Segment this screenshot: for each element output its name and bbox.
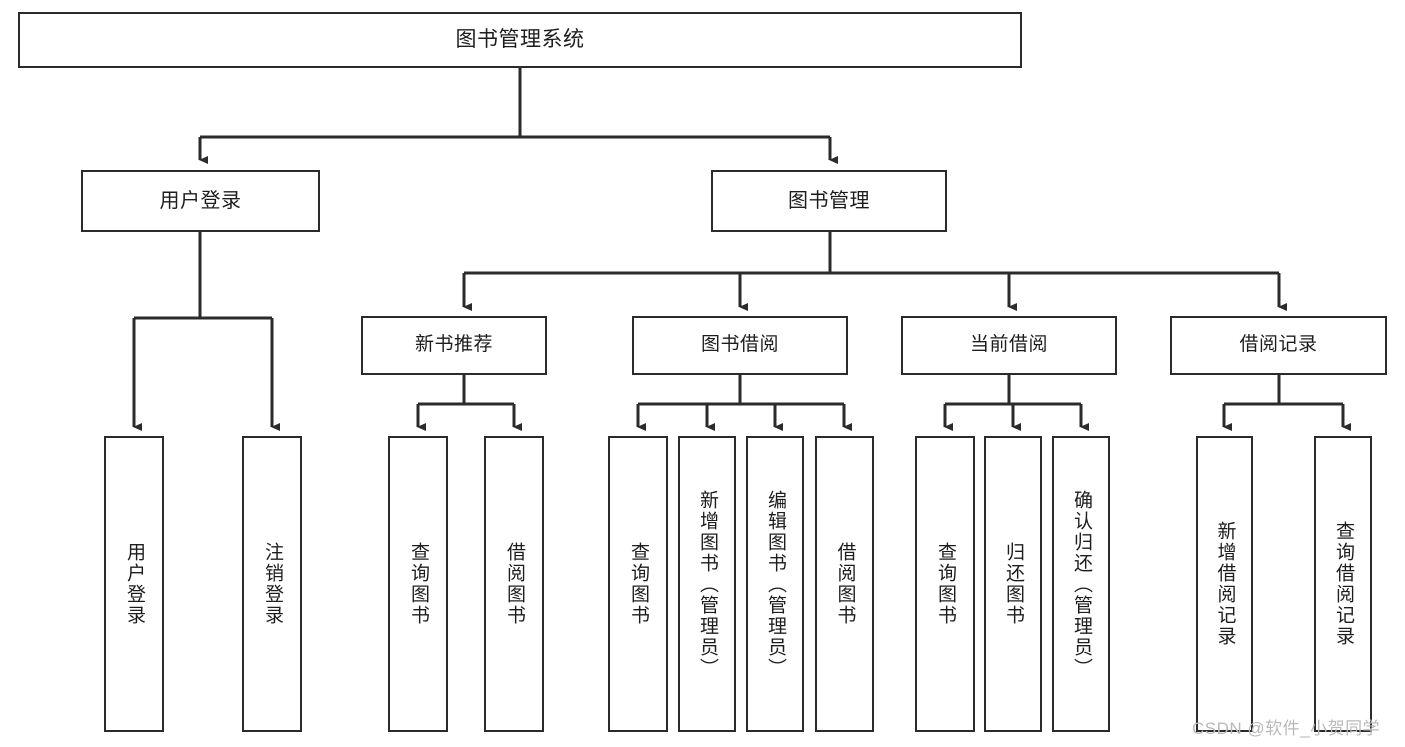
leaf-user-login-signout-label: 注销登录 xyxy=(261,542,283,626)
leaf-new-book-borrow-label: 借阅图书 xyxy=(503,542,525,626)
leaf-new-book-query-label: 查询图书 xyxy=(407,542,429,626)
leaf-user-login-signout[interactable]: 注销登录 xyxy=(242,436,302,732)
node-new-book-recommend[interactable]: 新书推荐 xyxy=(361,316,547,375)
node-new-book-recommend-label: 新书推荐 xyxy=(414,334,493,356)
node-borrow-record[interactable]: 借阅记录 xyxy=(1170,316,1387,375)
leaf-book-borrow-query-label: 查询图书 xyxy=(627,542,649,626)
leaf-book-borrow-add[interactable]: 新增图书（管理员） xyxy=(678,436,736,732)
node-borrow-record-label: 借阅记录 xyxy=(1239,334,1318,356)
node-current-borrow-label: 当前借阅 xyxy=(969,334,1048,356)
leaf-book-borrow-add-label: 新增图书（管理员） xyxy=(696,489,718,679)
leaf-borrow-record-add[interactable]: 新增借阅记录 xyxy=(1196,436,1253,732)
node-book-borrow-label: 图书借阅 xyxy=(700,334,779,356)
node-book-management[interactable]: 图书管理 xyxy=(711,170,947,232)
leaf-current-borrow-query[interactable]: 查询图书 xyxy=(915,436,975,732)
leaf-new-book-query[interactable]: 查询图书 xyxy=(388,436,448,732)
leaf-current-borrow-confirm-label: 确认归还（管理员） xyxy=(1070,489,1092,679)
node-user-login-label: 用户登录 xyxy=(159,190,242,212)
node-book-borrow[interactable]: 图书借阅 xyxy=(632,316,848,375)
leaf-book-borrow-edit[interactable]: 编辑图书（管理员） xyxy=(746,436,804,732)
leaf-current-borrow-query-label: 查询图书 xyxy=(934,542,956,626)
leaf-book-borrow-lend[interactable]: 借阅图书 xyxy=(815,436,874,732)
node-user-login[interactable]: 用户登录 xyxy=(81,170,320,232)
node-book-management-label: 图书管理 xyxy=(788,190,870,212)
leaf-current-borrow-return-label: 归还图书 xyxy=(1002,542,1024,626)
leaf-new-book-borrow[interactable]: 借阅图书 xyxy=(484,436,544,732)
node-root-label: 图书管理系统 xyxy=(455,28,585,52)
leaf-book-borrow-edit-label: 编辑图书（管理员） xyxy=(764,489,786,679)
leaf-borrow-record-query-label: 查询借阅记录 xyxy=(1332,521,1354,647)
leaf-borrow-record-add-label: 新增借阅记录 xyxy=(1214,521,1236,647)
leaf-borrow-record-query[interactable]: 查询借阅记录 xyxy=(1314,436,1372,732)
leaf-current-borrow-return[interactable]: 归还图书 xyxy=(984,436,1042,732)
leaf-current-borrow-confirm[interactable]: 确认归还（管理员） xyxy=(1052,436,1110,732)
node-current-borrow[interactable]: 当前借阅 xyxy=(901,316,1117,375)
leaf-book-borrow-lend-label: 借阅图书 xyxy=(834,542,856,626)
leaf-user-login-signin-label: 用户登录 xyxy=(123,542,145,626)
leaf-book-borrow-query[interactable]: 查询图书 xyxy=(608,436,668,732)
node-root-library-system[interactable]: 图书管理系统 xyxy=(18,12,1022,68)
leaf-user-login-signin[interactable]: 用户登录 xyxy=(104,436,164,732)
